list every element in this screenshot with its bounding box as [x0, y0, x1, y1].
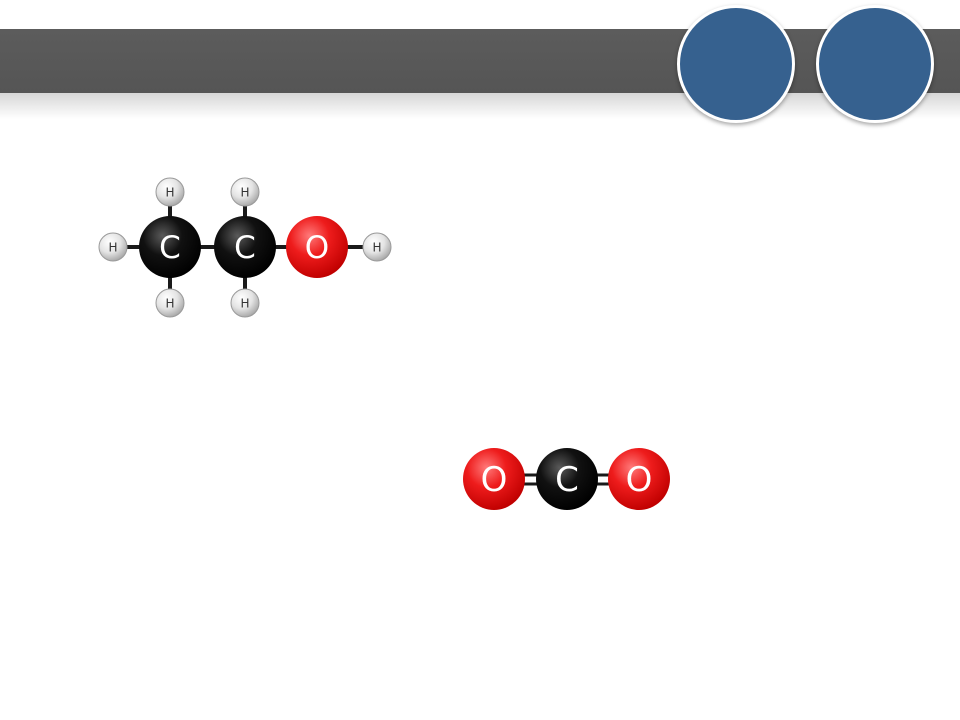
ethanol-molecule: H H H H H H C C: [98, 177, 392, 318]
oxygen-atom-left: O: [463, 448, 525, 510]
hydrogen-atom-c2-top: H: [230, 177, 260, 207]
hydrogen-atom-left: H: [98, 232, 128, 262]
carbon-atom-1: C: [139, 216, 201, 278]
atom-symbol: O: [481, 460, 508, 500]
hydrogen-atom-c2-bottom: H: [230, 288, 260, 318]
atom-symbol: H: [165, 186, 174, 200]
atom-symbol: H: [240, 186, 249, 200]
carbon-atom-2: C: [214, 216, 276, 278]
header-shadow: [0, 93, 960, 119]
decorative-circle-left: [677, 5, 795, 123]
hydrogen-atom-hydroxyl: H: [362, 232, 392, 262]
atom-symbol: H: [108, 241, 117, 255]
atom-symbol: H: [240, 297, 249, 311]
atom-symbol: H: [372, 241, 381, 255]
header-bar: [0, 29, 960, 93]
atom-symbol: C: [555, 460, 579, 500]
atom-symbol: C: [159, 230, 181, 266]
oxygen-atom-right: O: [608, 448, 670, 510]
hydrogen-atom-c1-bottom: H: [155, 288, 185, 318]
atom-symbol: O: [626, 460, 653, 500]
atom-symbol: H: [165, 297, 174, 311]
carbon-dioxide-molecule: O C O: [463, 448, 670, 510]
hydrogen-atom-c1-top: H: [155, 177, 185, 207]
atom-symbol: O: [305, 230, 329, 266]
carbon-atom: C: [536, 448, 598, 510]
atom-symbol: C: [234, 230, 256, 266]
decorative-circle-right: [816, 5, 934, 123]
oxygen-atom: O: [286, 216, 348, 278]
